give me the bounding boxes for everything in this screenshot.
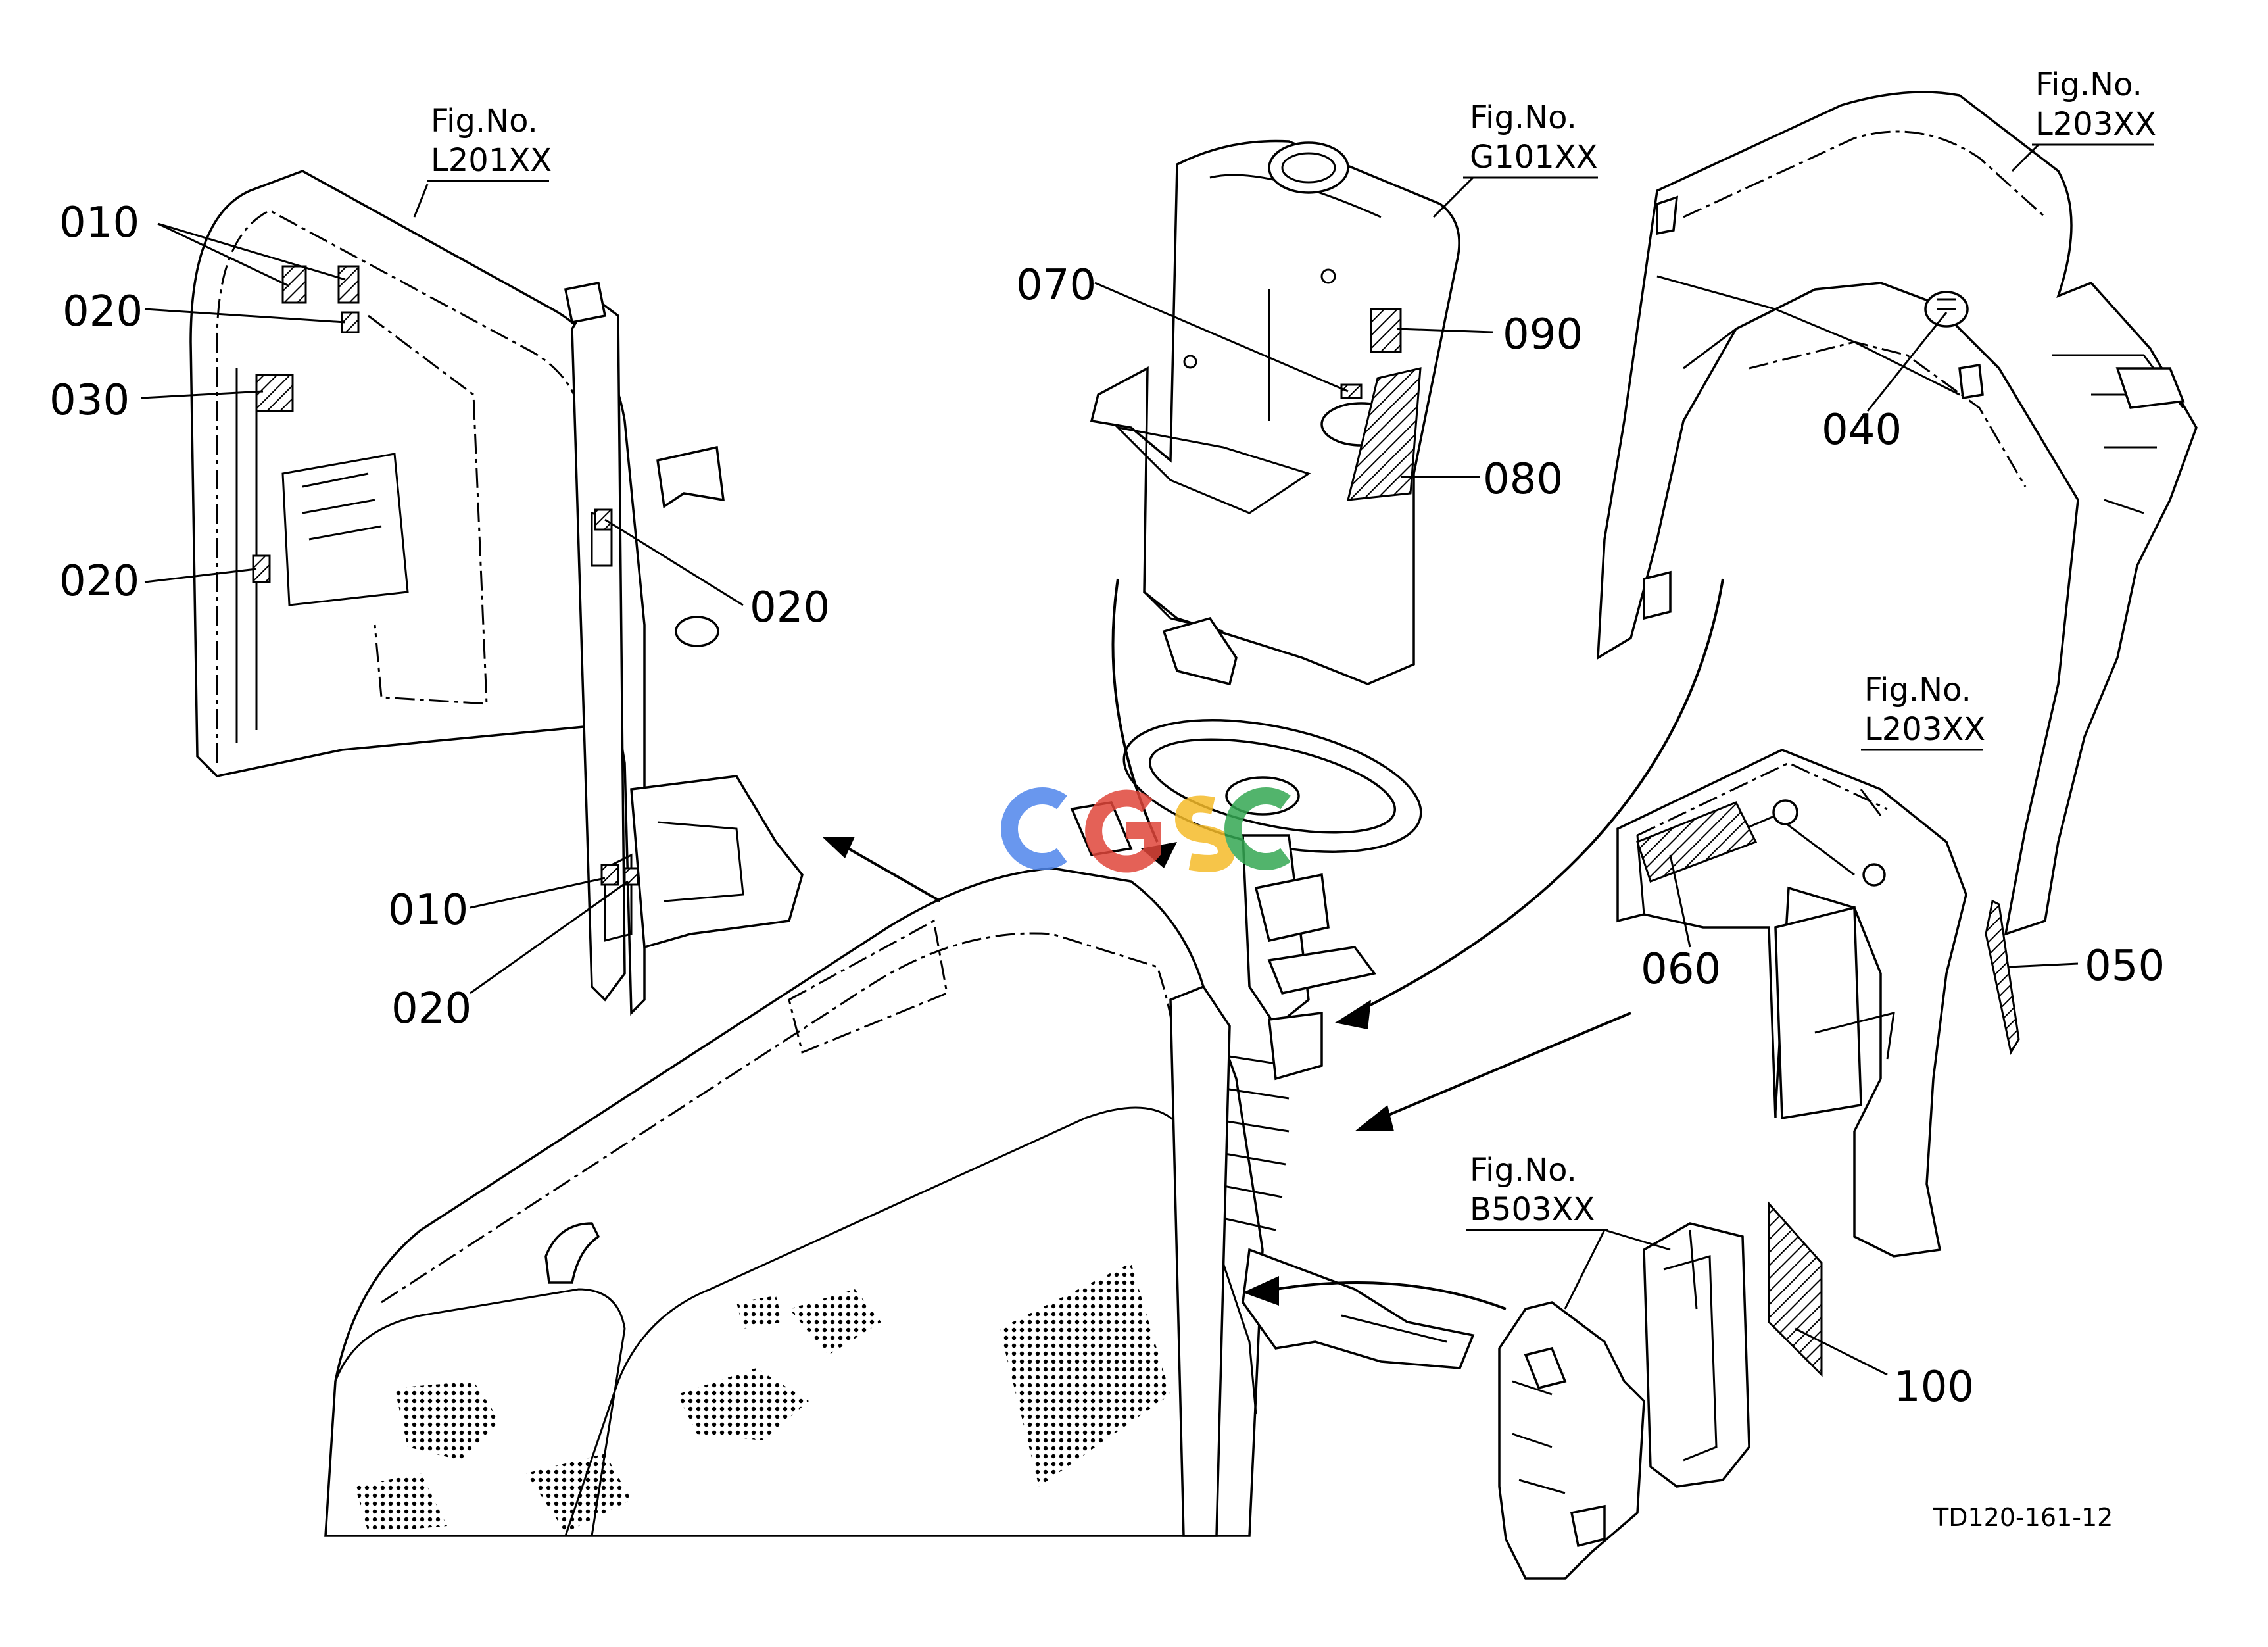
decal-080 [1347,367,1422,501]
decal-030 [255,374,294,412]
decal-010-top-b [337,265,360,304]
callout-100: 100 [1894,1363,1974,1412]
callout-020-b: 020 [59,557,139,606]
callout-040: 040 [1822,406,1902,455]
fig-label: Fig.No. [1864,672,1971,708]
fig-label: Fig.No. [2035,66,2142,103]
fig-ref-dash-console: Fig.No. G101XX [1463,99,1598,179]
callout-030: 030 [49,376,130,425]
fig-ref-pedal-bracket: Fig.No. B503XX [1466,1152,1608,1231]
callout-020-d: 020 [391,985,471,1033]
fig-ref-right-fender-top: Fig.No. L203XX [2032,66,2156,146]
drawing-number: TD120-161-12 [1933,1503,2113,1532]
fig-code: G101XX [1470,139,1598,176]
fig-ref-left-panel: Fig.No. L201XX [427,103,552,182]
left-side-panel [189,170,804,1016]
leader-lines [141,143,2079,1376]
callout-010-bottom: 010 [388,886,468,935]
callout-010-top: 010 [59,199,139,247]
callout-labels: 010 020 030 020 020 010 020 070 090 080 … [49,199,2165,1412]
fig-code: L201XX [431,142,552,179]
callout-070: 070 [1016,261,1096,310]
decal-090 [1370,308,1402,353]
callout-090: 090 [1503,310,1583,359]
pedal-bracket [1498,1201,1823,1580]
fig-code: B503XX [1470,1191,1595,1228]
cgsc-watermark-logo [1001,787,1291,873]
tractor-body [324,867,1290,1537]
fig-label: Fig.No. [431,103,538,139]
fig-code: L203XX [1864,711,1985,748]
decal-040 [1937,298,1956,310]
decal-050 [1985,899,2020,1056]
callout-080: 080 [1483,455,1563,504]
decal-020-c [594,508,613,531]
callout-050: 050 [2085,942,2165,991]
right-fender-top [1597,91,2198,936]
callout-020-c: 020 [750,583,830,632]
fig-label: Fig.No. [1470,99,1577,136]
fig-label: Fig.No. [1470,1152,1577,1189]
decal-100 [1768,1201,1823,1377]
decal-020-d [623,867,639,886]
right-fender-mid [1616,749,2020,1258]
steering-column [1070,719,1422,1081]
dash-console [1090,139,1460,686]
callout-060: 060 [1641,945,1721,994]
decal-060 [1636,801,1758,883]
decal-010-bottom [600,864,619,886]
fig-code: L203XX [2035,106,2156,143]
decal-070 [1340,383,1363,399]
callout-020-a: 020 [62,287,143,336]
fig-ref-right-fender-mid: Fig.No. L203XX [1861,672,1985,751]
brake-pedal [1222,1248,1475,1415]
